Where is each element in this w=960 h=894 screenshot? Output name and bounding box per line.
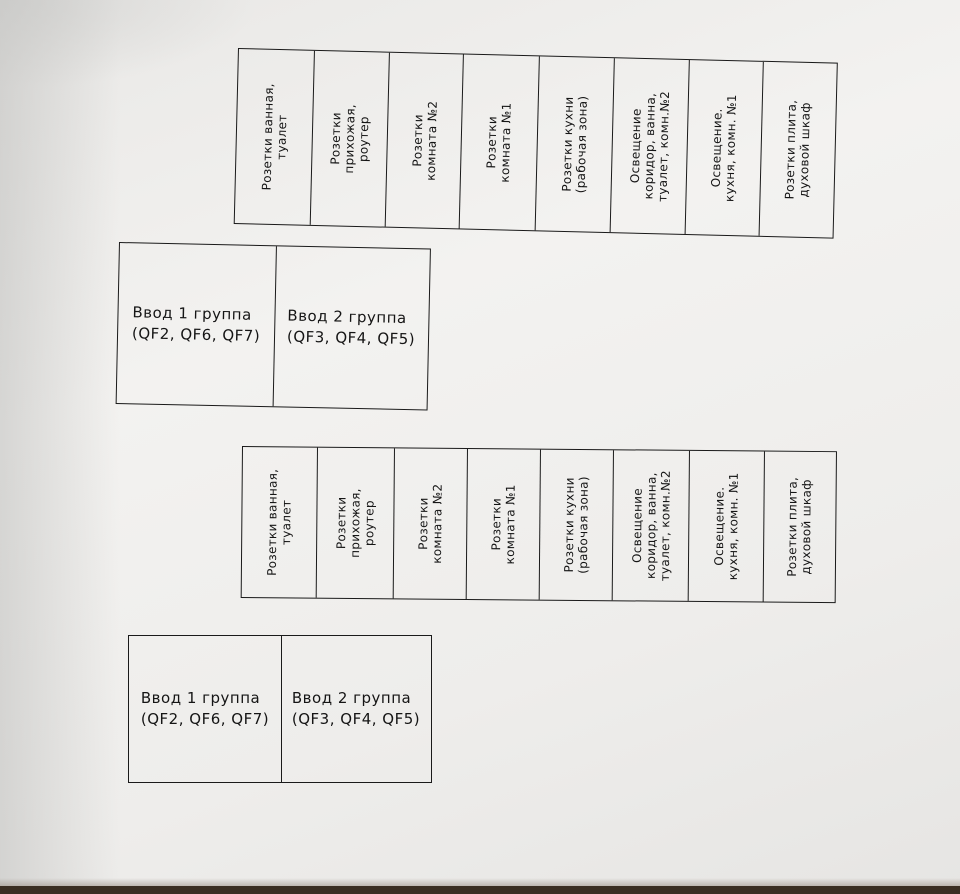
label-text: Розетки плита, духовой шкаф xyxy=(782,99,814,200)
label-text: Освещение. кухня, комн. №1 xyxy=(709,93,740,203)
label-text: Розетки ванная, туалет xyxy=(265,468,294,576)
label-cell-hall-sockets: Розетки прихожая, роутер xyxy=(310,50,391,227)
label-text: Освещение коридор, ванна, туалет, комн.№… xyxy=(627,90,672,203)
label-cell-bathroom-sockets: Розетки ванная, туалет xyxy=(234,49,316,225)
label-text: Розетки прихожая, роутер xyxy=(334,488,377,558)
label-strip-upper: Розетки ванная, туалет Розетки прихожая,… xyxy=(233,48,838,239)
label-text: Освещение коридор, ванна, туалет, комн.№… xyxy=(629,470,673,582)
group2-text: Ввод 2 группа (QF3, QF4, QF5) xyxy=(286,306,416,349)
label-text: Розетки кухни (рабочая зона) xyxy=(562,476,591,574)
label-text: Розетки кухни (рабочая зона) xyxy=(559,95,590,194)
label-text: Освещение. кухня, комн. №1 xyxy=(711,472,741,581)
label-cell-lighting-corridor: Освещение коридор, ванна, туалет, комн.№… xyxy=(610,58,690,234)
label-cell-hall-sockets: Розетки прихожая, роутер xyxy=(317,447,395,599)
group1-text: Ввод 1 группа (QF2, QF6, QF7) xyxy=(140,689,270,728)
label-cell-kitchen-sockets: Розетки кухни (рабочая зона) xyxy=(535,56,615,233)
label-cell-room2-sockets: Розетки комната №2 xyxy=(385,52,465,229)
background-shadow-top xyxy=(0,0,260,90)
label-text: Розетки плита, духовой шкаф xyxy=(785,476,815,577)
label-text: Розетки комната №2 xyxy=(416,483,445,564)
group1-cell: Ввод 1 группа (QF2, QF6, QF7) xyxy=(129,636,282,782)
label-cell-stove-sockets: Розетки плита, духовой шкаф xyxy=(763,452,836,603)
label-cell-stove-sockets: Розетки плита, духовой шкаф xyxy=(759,62,836,238)
group1-text: Ввод 1 группа (QF2, QF6, QF7) xyxy=(131,303,261,345)
label-cell-room1-sockets: Розетки комната №1 xyxy=(460,54,540,231)
group-box-lower: Ввод 1 группа (QF2, QF6, QF7) Ввод 2 гру… xyxy=(128,635,432,783)
table-edge xyxy=(0,886,960,894)
label-text: Розетки комната №1 xyxy=(484,102,515,183)
group2-cell: Ввод 2 группа (QF3, QF4, QF5) xyxy=(274,246,429,409)
group2-cell: Ввод 2 группа (QF3, QF4, QF5) xyxy=(282,636,430,782)
group1-cell: Ввод 1 группа (QF2, QF6, QF7) xyxy=(116,243,277,407)
label-text: Розетки ванная, туалет xyxy=(259,82,289,191)
label-cell-kitchen-sockets: Розетки кухни (рабочая зона) xyxy=(540,449,614,601)
label-cell-bathroom-sockets: Розетки ванная, туалет xyxy=(241,447,319,598)
group2-text: Ввод 2 группа (QF3, QF4, QF5) xyxy=(291,689,421,728)
label-cell-room1-sockets: Розетки комната №1 xyxy=(466,448,542,600)
label-cell-lighting-kitchen: Освещение. кухня, комн. №1 xyxy=(688,450,765,602)
label-cell-lighting-kitchen: Освещение. кухня, комн. №1 xyxy=(685,60,764,236)
label-strip-lower: Розетки ванная, туалет Розетки прихожая,… xyxy=(240,446,837,604)
background-shadow-left xyxy=(0,0,120,894)
label-text: Розетки прихожая, роутер xyxy=(328,103,372,174)
label-cell-lighting-corridor: Освещение коридор, ванна, туалет, комн.№… xyxy=(612,450,691,601)
label-text: Розетки комната №2 xyxy=(409,100,440,181)
label-text: Розетки комната №1 xyxy=(489,484,518,565)
table-edge-shadow xyxy=(0,878,960,886)
label-cell-room2-sockets: Розетки комната №2 xyxy=(393,448,469,599)
group-box-upper: Ввод 1 группа (QF2, QF6, QF7) Ввод 2 гру… xyxy=(115,242,431,411)
